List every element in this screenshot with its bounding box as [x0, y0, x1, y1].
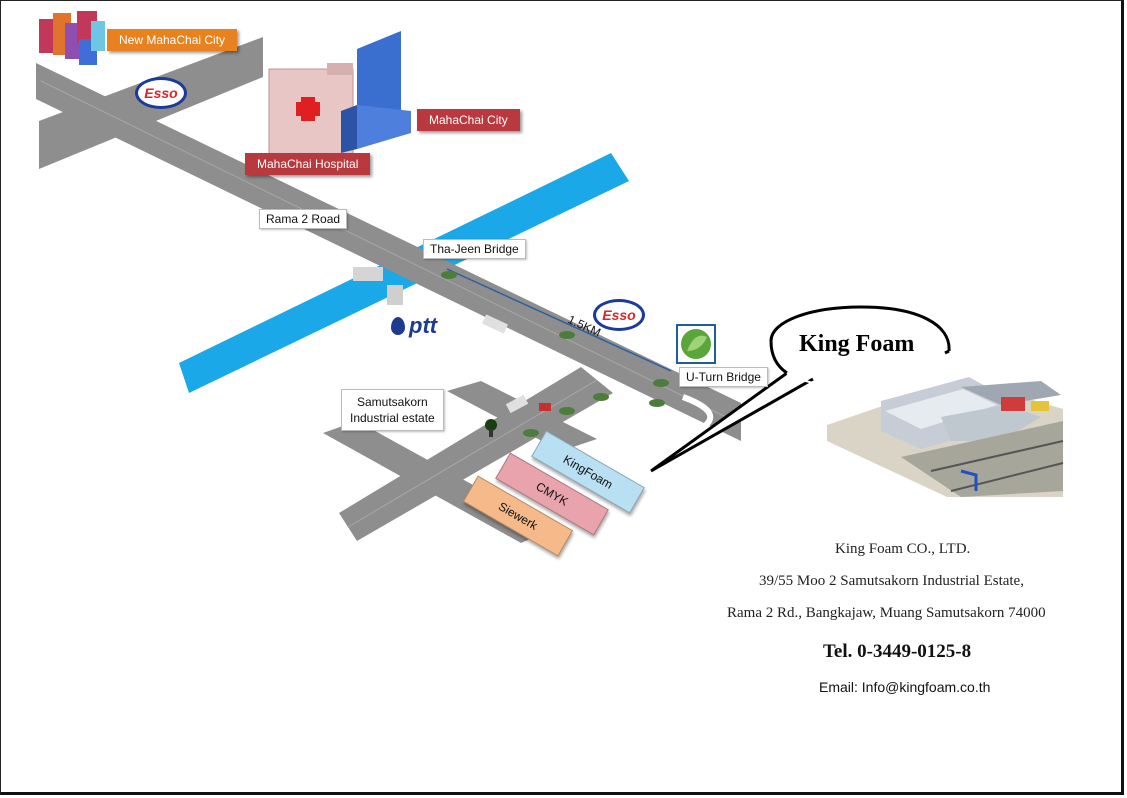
label-tha-jeen-bridge: Tha-Jeen Bridge	[423, 239, 526, 259]
speech-bubble	[650, 305, 951, 473]
label-mahachai-city: MahaChai City	[417, 109, 520, 131]
factory-illustration	[827, 377, 1064, 497]
label-uturn-bridge: U-Turn Bridge	[679, 367, 768, 387]
contact-tel: Tel. 0-3449-0125-8	[823, 641, 972, 662]
ptt-drop-icon	[391, 317, 405, 335]
label-samutsakorn-industrial: Samutsakorn Industrial estate	[341, 389, 444, 431]
label-samutsakorn-line1: Samutsakorn	[357, 395, 428, 409]
label-new-mahachai-city: New MahaChai City	[107, 29, 238, 51]
contact-address1: 39/55 Moo 2 Samutsakorn Industrial Estat…	[759, 573, 1024, 589]
label-rama2-road: Rama 2 Road	[259, 209, 348, 229]
callout-title: King Foam	[799, 331, 915, 357]
esso-logo-north: Esso	[135, 77, 187, 109]
uturn-arrow	[681, 394, 714, 432]
esso-logo-south: Esso	[593, 299, 645, 331]
ptt-logo: ptt	[409, 313, 438, 338]
industrial-road-b	[447, 381, 597, 451]
label-samutsakorn-line2: Industrial estate	[350, 411, 435, 425]
contact-email: Email: Info@kingfoam.co.th	[819, 679, 991, 695]
label-mahachai-hospital: MahaChai Hospital	[245, 153, 371, 175]
contact-address2: Rama 2 Rd., Bangkajaw, Muang Samutsakorn…	[727, 605, 1046, 621]
contact-company: King Foam CO., LTD.	[835, 541, 971, 557]
